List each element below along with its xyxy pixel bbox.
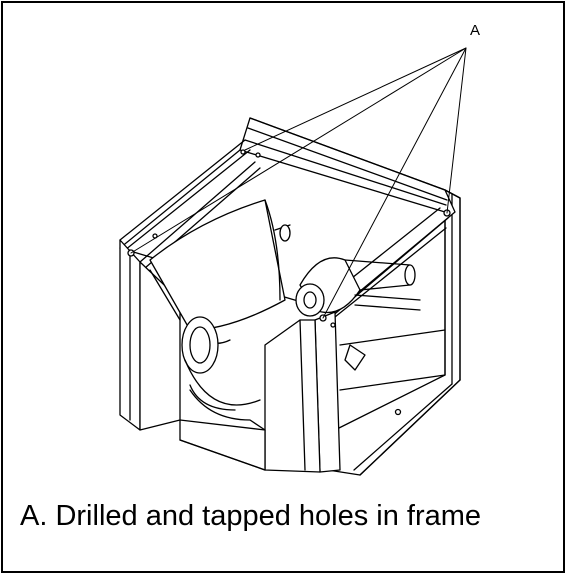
base: [179, 389, 266, 471]
hole-front-right-2: [330, 322, 336, 328]
hole-rear-left-2: [255, 152, 261, 158]
hole-rear-left: [240, 149, 246, 155]
right-housing: [254, 119, 461, 476]
supply-roll: [181, 316, 261, 411]
tapped-holes: [127, 149, 451, 328]
callout-label-a: A: [470, 22, 481, 39]
guide-shaft: [274, 224, 366, 371]
front-right-plate: [264, 311, 341, 473]
figure-caption: A. Drilled and tapped holes in frame: [20, 500, 482, 532]
callout-leaders: [130, 47, 467, 319]
print-roller: [295, 257, 421, 317]
